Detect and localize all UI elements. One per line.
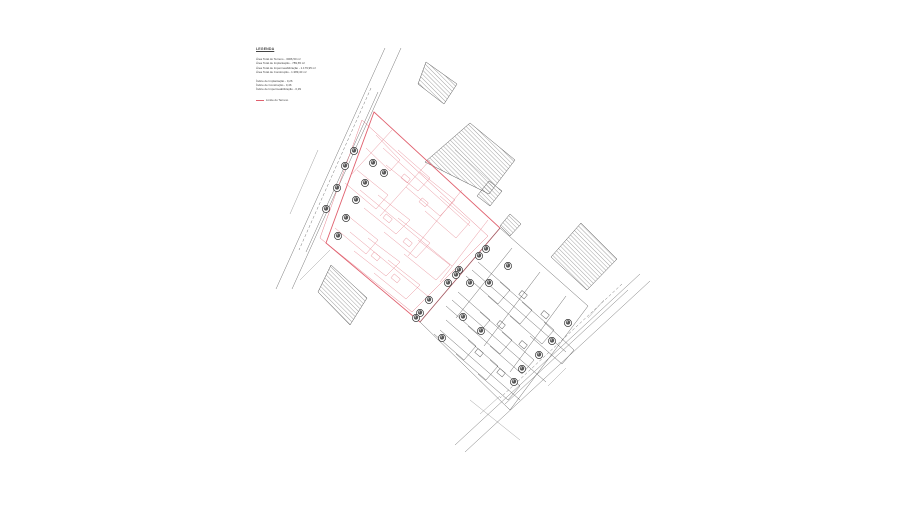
tree-icon	[564, 319, 572, 327]
tree-icon	[438, 334, 446, 342]
boundary-line-swatch	[256, 99, 264, 101]
tree-icon	[361, 179, 369, 187]
legend-index-implantation: Índice de Implantação - 0,26	[256, 78, 293, 83]
tree-icon	[518, 365, 526, 373]
tree-icon	[548, 337, 556, 345]
legend-index-impermeable: Índice de Impermeabilização - 0,39	[256, 87, 301, 92]
tree-icon	[412, 314, 420, 322]
left-units-layout	[334, 129, 489, 300]
tree-icon	[459, 313, 467, 321]
neighbor-building	[417, 61, 458, 105]
neighbor-building	[550, 222, 618, 291]
tree-icon	[380, 169, 388, 177]
right-units-layout	[419, 227, 589, 411]
tree-icon	[485, 279, 493, 287]
tree-icon	[334, 232, 342, 240]
tree-icon	[369, 159, 377, 167]
legend-area-implantation: Área Total de Implantação - 789,65 m²	[256, 61, 306, 66]
neighbor-building	[499, 213, 522, 237]
tree-icon	[322, 205, 330, 213]
legend-boundary-label: Limite do Terreno	[266, 97, 289, 102]
tree-icon	[444, 279, 452, 287]
tree-icon	[475, 252, 483, 260]
legend-area-total: Área Total do Terreno - 3006,50 m²	[256, 57, 301, 61]
dimension-lines	[289, 149, 605, 441]
legend-index-construction: Índice de Construção - 0,46	[256, 83, 292, 88]
tree-icon	[425, 296, 433, 304]
trees	[322, 147, 572, 386]
tree-icon	[510, 378, 518, 386]
tree-icon	[477, 327, 485, 335]
tree-icon	[341, 162, 349, 170]
tree-icon	[333, 184, 341, 192]
legend-area-construction: Área Total de Construção - 1.389,40 m²	[256, 70, 307, 75]
tree-icon	[452, 271, 460, 279]
tree-icon	[466, 279, 474, 287]
legend-area-impermeable: Área Total de Impermeabilização - 1.179,…	[256, 65, 317, 70]
tree-icon	[342, 214, 350, 222]
road-southeast	[454, 273, 651, 453]
legend: LEGENDA Área Total do Terreno - 3006,50 …	[256, 47, 366, 102]
legend-boundary-entry: Limite do Terreno	[256, 98, 366, 102]
neighbor-building	[424, 122, 516, 195]
legend-title: LEGENDA	[256, 47, 275, 51]
neighbor-buildings	[317, 61, 618, 326]
tree-icon	[350, 147, 358, 155]
tree-icon	[416, 309, 424, 317]
neighbor-building	[317, 264, 368, 326]
tree-icon	[535, 351, 543, 359]
tree-icon	[352, 196, 360, 204]
tree-icon	[504, 262, 512, 270]
tree-icon	[482, 245, 490, 253]
